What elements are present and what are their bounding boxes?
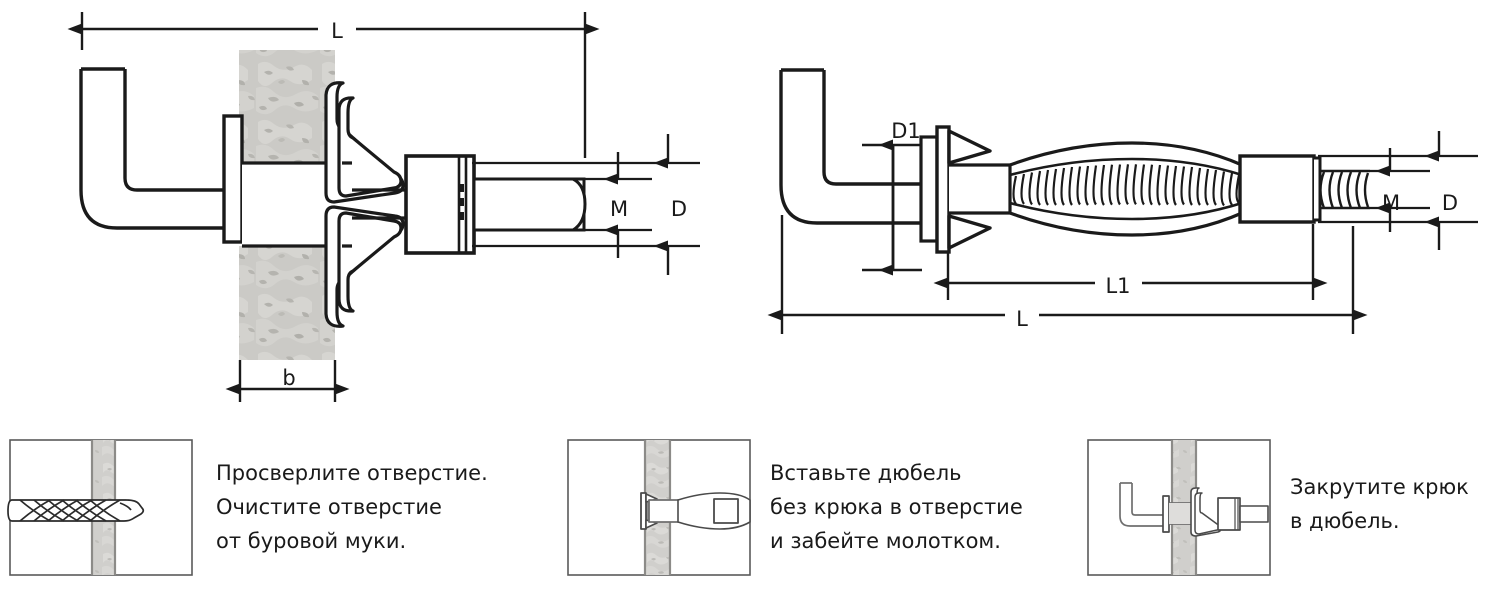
dimension-label-M-right: M: [1382, 191, 1400, 215]
step-2-line-3: и забейте молотком.: [770, 529, 1001, 553]
dimension-label-L: L: [331, 19, 343, 43]
hook-part-right: [779, 68, 941, 225]
collar-part: [222, 114, 244, 244]
step-3: Закрутите крюк в дюбель.: [1087, 439, 1469, 576]
right-drawing: D1 L1 L: [767, 68, 1478, 334]
hook-part: [79, 67, 243, 230]
sleeve-part: [949, 163, 1011, 215]
step-2-text: Вставьте дюбель без крюка в отверстие и …: [770, 461, 1023, 553]
step-3-line-2: в дюбель.: [1290, 509, 1400, 533]
instruction-steps-area: Просверлите отверстие. Очистите отверсти…: [7, 439, 1469, 576]
left-drawing: L b M D: [67, 12, 700, 402]
dimension-label-b: b: [282, 366, 295, 390]
dimension-D-left: D: [472, 134, 700, 275]
dimension-label-D1: D1: [891, 119, 921, 143]
expanded-wings-part: [324, 81, 405, 328]
step-1-line-2: Очистите отверстие: [216, 495, 442, 519]
dimension-label-D: D: [671, 197, 687, 221]
thread-part-right: [1319, 169, 1370, 210]
step-3-line-1: Закрутите крюк: [1290, 475, 1469, 499]
thread-stud-part: [472, 177, 587, 232]
knurled-segment-part: [1008, 141, 1244, 237]
installed-hook-icon: [1119, 482, 1269, 537]
wall-section: [239, 50, 335, 360]
dimension-M-right: M: [1370, 148, 1430, 232]
dimension-L: L: [67, 12, 600, 158]
dimension-label-M: M: [610, 197, 628, 221]
dimension-D1: D1: [862, 119, 922, 276]
dimension-D-right: D: [1318, 131, 1478, 250]
nut-block-part: [1238, 154, 1322, 224]
step-2: Вставьте дюбель без крюка в отверстие и …: [567, 439, 1023, 576]
dimension-L1: L1: [933, 224, 1328, 300]
step-1: Просверлите отверстие. Очистите отверсти…: [7, 439, 488, 576]
technical-drawings-area: L b M D: [67, 12, 1478, 402]
dimension-label-D-right: D: [1442, 191, 1458, 215]
body-part: [404, 154, 476, 255]
dimension-L-right: L: [767, 215, 1368, 334]
spiked-flange-part: [919, 125, 992, 254]
step-1-illustration: [7, 439, 193, 576]
dimension-label-L-right: L: [1016, 307, 1028, 331]
step-2-line-1: Вставьте дюбель: [770, 461, 962, 485]
step-2-illustration: [567, 439, 751, 576]
step-3-text: Закрутите крюк в дюбель.: [1290, 475, 1469, 533]
shank-center-lines: [342, 161, 410, 248]
anchor-in-hole-icon: [640, 492, 751, 530]
step-1-text: Просверлите отверстие. Очистите отверсти…: [216, 461, 488, 553]
dimension-b: b: [225, 360, 350, 402]
step-2-line-2: без крюка в отверстие: [770, 495, 1023, 519]
dimension-label-L1: L1: [1105, 274, 1130, 298]
drill-bit-icon: [7, 499, 145, 522]
step-1-line-1: Просверлите отверстие.: [216, 461, 488, 485]
step-3-illustration: [1087, 439, 1271, 576]
step-1-line-3: от буровой муки.: [216, 529, 406, 553]
dimension-M-left: M: [582, 152, 652, 258]
